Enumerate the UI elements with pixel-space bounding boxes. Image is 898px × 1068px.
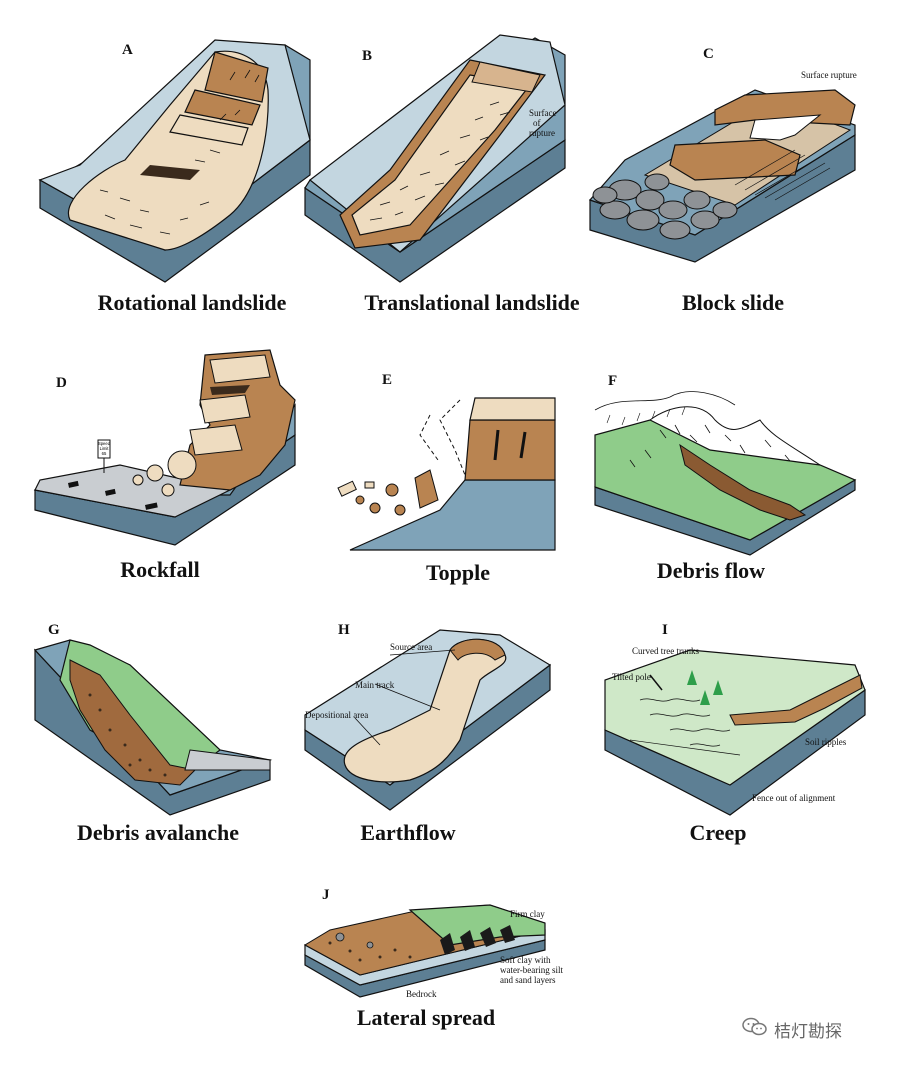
annotation-water-bearing-silt: water-bearing silt — [500, 965, 564, 975]
panel-debris-flow: F Debris flow — [590, 365, 870, 590]
panel-lateral-spread: J Firm clay Soft clay with water-bearing… — [300, 885, 590, 1035]
annotation-surface-rupture: Surface rupture — [801, 70, 857, 80]
annotation-bedrock: Bedrock — [406, 989, 437, 999]
caption-debris-flow: Debris flow — [656, 558, 766, 583]
annotation-source-area: Source area — [390, 642, 433, 652]
topple-illustration — [337, 397, 556, 551]
wechat-icon — [742, 1017, 768, 1042]
debris-avalanche-illustration — [33, 639, 273, 816]
creep-illustration — [604, 649, 866, 816]
caption-debris-avalanche: Debris avalanche — [77, 820, 239, 845]
panel-block-slide: C Surface rupture Block slide — [585, 40, 875, 320]
block-slide-illustration — [588, 89, 856, 263]
panel-topple: E Topple — [320, 360, 590, 590]
annotation-sand-layers: and sand layers — [500, 975, 556, 985]
earthflow-illustration — [304, 629, 552, 811]
caption-block-slide: Block slide — [681, 290, 785, 315]
rotational-landslide-illustration — [38, 39, 311, 283]
panel-letter-i: I — [662, 622, 668, 638]
watermark-text: 桔灯勘探 — [774, 1021, 842, 1042]
annotation-tilted-pole: Tilted pole — [612, 672, 651, 682]
annotation-depositional-area: Depositional area — [305, 710, 369, 720]
annotation-soil-ripples: Soil ripples — [805, 737, 847, 747]
panel-translational-landslide: B Surface of rupture Translational lands… — [300, 20, 600, 320]
panel-debris-avalanche: G Debris avalanche — [30, 620, 290, 850]
translational-landslide-illustration — [304, 34, 566, 283]
speed-limit-sign-text: Speed — [98, 441, 111, 446]
annotation-fence-out-of-alignment: Fence out of alignment — [752, 793, 836, 803]
annotation-rupture: rupture — [529, 128, 555, 138]
panel-rotational-landslide: A Rotational landslide — [30, 20, 320, 320]
panel-letter-j: J — [322, 887, 330, 903]
annotation-main-track: Main track — [355, 680, 395, 690]
caption-rotational-landslide: Rotational landslide — [97, 290, 287, 315]
annotation-curved-tree-trunks: Curved tree trunks — [632, 646, 699, 656]
annotation-firm-clay: Firm clay — [510, 909, 545, 919]
speed-limit-sign-text: Limit — [100, 446, 110, 451]
panel-letter-b: B — [362, 48, 373, 64]
panel-earthflow: H Source area Main track Depositional ar… — [300, 620, 570, 850]
panel-letter-f: F — [608, 373, 618, 389]
watermark: 桔灯勘探 — [742, 1017, 842, 1042]
annotation-surface: Surface — [529, 108, 557, 118]
panel-letter-g: G — [48, 622, 60, 638]
annotation-soft-clay: Soft clay with — [500, 955, 551, 965]
panel-letter-c: C — [703, 46, 714, 62]
caption-rockfall: Rockfall — [120, 557, 200, 582]
panel-creep: I Curved tree trunks Tilted pole Soil ri… — [600, 620, 875, 850]
speed-limit-sign-text: 65 — [102, 451, 107, 456]
lateral-spread-illustration — [303, 904, 546, 998]
annotation-of: of — [533, 118, 541, 128]
caption-earthflow: Earthflow — [360, 820, 456, 845]
panel-letter-e: E — [382, 372, 393, 388]
caption-lateral-spread: Lateral spread — [356, 1005, 496, 1030]
panel-letter-d: D — [56, 375, 67, 391]
panel-letter-a: A — [122, 42, 133, 58]
debris-flow-illustration — [594, 391, 857, 556]
panel-letter-h: H — [338, 622, 350, 638]
caption-creep: Creep — [689, 820, 747, 845]
caption-translational-landslide: Translational landslide — [364, 290, 580, 315]
caption-topple: Topple — [425, 560, 491, 585]
